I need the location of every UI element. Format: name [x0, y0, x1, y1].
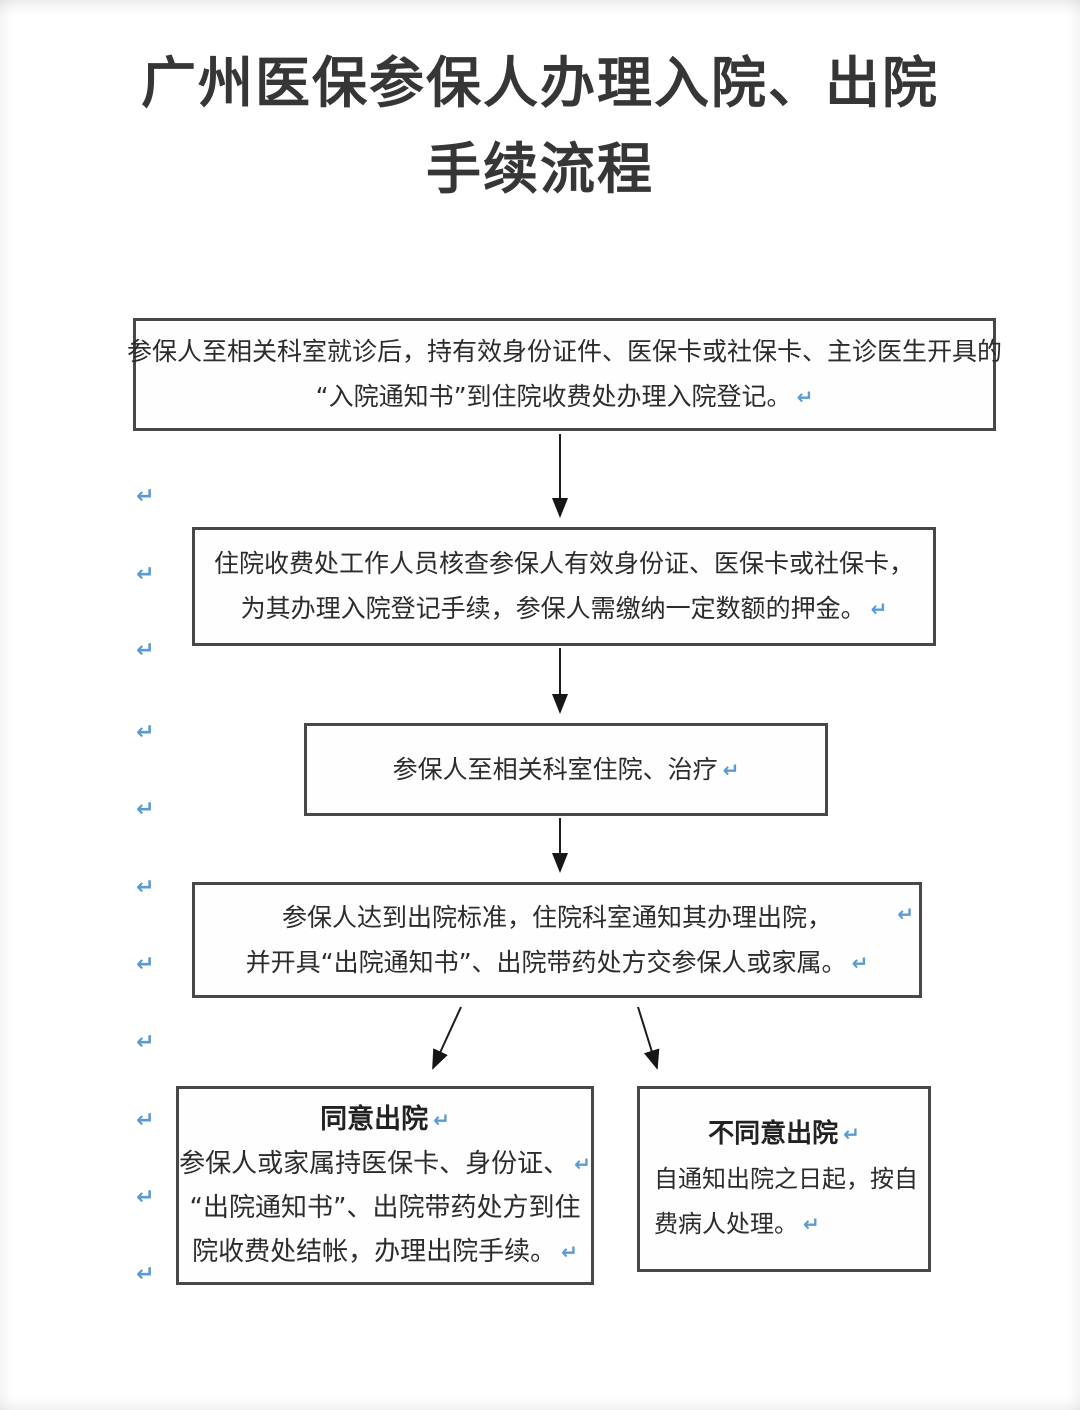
paragraph-return-icon: ↵ — [843, 1121, 860, 1146]
paragraph-return-icon: ↵ — [136, 1030, 155, 1055]
step1-line1: 参保人至相关科室就诊后，持有效身份证件、医保卡或社保卡、主诊医生开具的 — [127, 329, 1002, 374]
paragraph-return-icon: ↵ — [136, 875, 155, 900]
agree-line2-text: “出院通知书”、出院带药处方到住 — [189, 1192, 581, 1223]
step2-line1: 住院收费处工作人员核查参保人有效身份证、医保卡或社保卡， — [214, 541, 914, 586]
page-title-line2: 手续流程 — [425, 137, 654, 201]
agree-title-text: 同意出院 — [320, 1103, 429, 1135]
agree-line3-text: 院收费处结帐，办理出院手续。 — [192, 1236, 557, 1267]
paragraph-return-icon: ↵ — [136, 1185, 155, 1210]
step1-line1-text: 参保人至相关科室就诊后，持有效身份证件、医保卡或社保卡、主诊医生开具的 — [127, 337, 1003, 366]
flow-step-admission-registration: 参保人至相关科室就诊后，持有效身份证件、医保卡或社保卡、主诊医生开具的 “入院通… — [127, 318, 1002, 431]
paragraph-return-icon: ↵ — [136, 952, 155, 977]
paragraph-return-icon: ↵ — [136, 638, 155, 663]
step3-line1-text: 参保人至相关科室住院、治疗 — [392, 754, 718, 784]
agree-line1: 参保人或家属持医保卡、身份证、↵ — [179, 1142, 591, 1186]
paragraph-return-icon: ↵ — [897, 902, 914, 926]
paragraph-return-icon: ↵ — [433, 1107, 450, 1132]
step4-line2: 并开具“出院通知书”、出院带药处方交参保人或家属。↵ — [246, 940, 869, 986]
paragraph-return-icon: ↵ — [136, 1108, 155, 1133]
paragraph-return-icon: ↵ — [574, 1151, 591, 1176]
page-title: 广州医保参保人办理入院、出院手续流程 — [0, 40, 1080, 212]
step1-line2: “入院通知书”到住院收费处办理入院登记。↵ — [316, 374, 814, 420]
agree-title: 同意出院↵ — [320, 1098, 450, 1142]
flow-branch-agree-discharge: 同意出院↵ 参保人或家属持医保卡、身份证、↵ “出院通知书”、出院带药处方到住 … — [176, 1086, 594, 1285]
paragraph-return-icon: ↵ — [136, 797, 155, 822]
step4-line1-text: 参保人达到出院标准，住院科室通知其办理出院， — [281, 902, 832, 932]
agree-line2: “出院通知书”、出院带药处方到住 — [190, 1186, 581, 1230]
flow-branch-disagree-discharge: 不同意出院↵ 自通知出院之日起，按自 费病人处理。↵ — [637, 1086, 931, 1272]
paragraph-return-icon: ↵ — [561, 1239, 578, 1264]
step2-line2-text: 为其办理入院登记手续，参保人需缴纳一定数额的押金。 — [240, 594, 866, 623]
disagree-line1-text: 自通知出院之日起，按自 — [654, 1164, 918, 1193]
paragraph-return-icon: ↵ — [136, 484, 155, 509]
step2-line1-text: 住院收费处工作人员核查参保人有效身份证、医保卡或社保卡， — [213, 549, 914, 578]
flow-step-hospitalization-treatment: 参保人至相关科室住院、治疗↵ — [304, 723, 828, 816]
agree-line1-text: 参保人或家属持医保卡、身份证、 — [179, 1148, 570, 1179]
step4-line2-text: 并开具“出院通知书”、出院带药处方交参保人或家属。 — [245, 947, 847, 977]
step2-line2: 为其办理入院登记手续，参保人需缴纳一定数额的押金。↵ — [241, 586, 888, 632]
step1-line2-text: “入院通知书”到住院收费处办理入院登记。 — [315, 382, 792, 411]
paragraph-return-icon: ↵ — [851, 950, 869, 975]
arrow-step4-to-agree — [432, 1006, 462, 1070]
disagree-line1: 自通知出院之日起，按自 — [640, 1157, 928, 1202]
disagree-title: 不同意出院↵ — [708, 1112, 860, 1157]
paragraph-return-icon: ↵ — [136, 720, 155, 745]
page-title-line1: 广州医保参保人办理入院、出院 — [140, 51, 939, 115]
flow-step-discharge-notice: 参保人达到出院标准，住院科室通知其办理出院， 并开具“出院通知书”、出院带药处方… — [192, 882, 922, 998]
arrow-step4-to-disagree — [637, 1006, 660, 1070]
step4-line1: 参保人达到出院标准，住院科室通知其办理出院， — [282, 895, 832, 940]
disagree-title-text: 不同意出院 — [708, 1118, 839, 1149]
paragraph-return-icon: ↵ — [136, 1262, 155, 1287]
disagree-line2-text: 费病人处理。 — [654, 1209, 798, 1238]
paragraph-return-icon: ↵ — [136, 562, 155, 587]
paragraph-return-icon: ↵ — [722, 757, 740, 782]
paragraph-return-icon: ↵ — [870, 597, 888, 621]
paragraph-return-icon: ↵ — [803, 1211, 820, 1236]
disagree-line2: 费病人处理。↵ — [640, 1202, 928, 1247]
step3-line1: 参保人至相关科室住院、治疗↵ — [393, 747, 740, 793]
agree-line3: 院收费处结帐，办理出院手续。↵ — [192, 1230, 578, 1274]
paragraph-return-icon: ↵ — [796, 385, 814, 409]
flow-step-fee-office-check: 住院收费处工作人员核查参保人有效身份证、医保卡或社保卡， 为其办理入院登记手续，… — [192, 527, 936, 646]
